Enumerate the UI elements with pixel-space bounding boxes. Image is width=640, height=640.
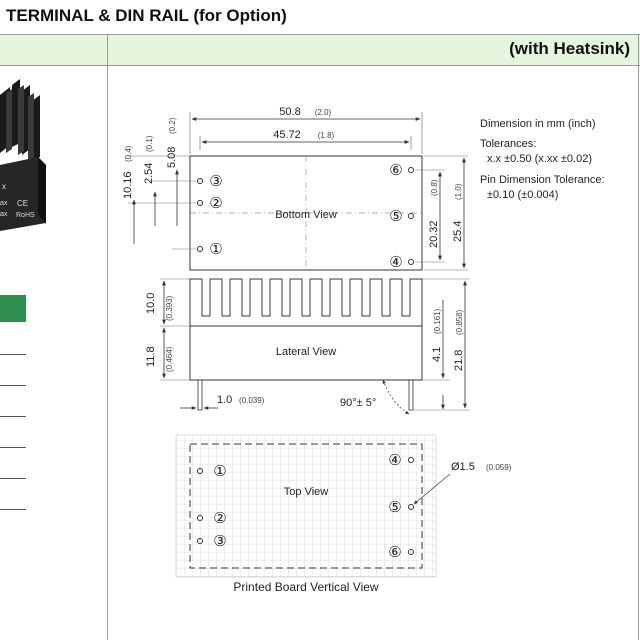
pin-3-label: ③ bbox=[209, 173, 222, 190]
hole-leader bbox=[413, 473, 451, 505]
table-header-fragment bbox=[0, 295, 26, 322]
pin-4-label: ④ bbox=[389, 254, 402, 271]
table-row bbox=[0, 509, 26, 510]
right-border bbox=[638, 34, 639, 640]
pcb-pin-2-label: ② bbox=[213, 510, 226, 527]
dim-5-08-inch: (0.2) bbox=[168, 117, 177, 134]
pcb-hole bbox=[408, 504, 414, 510]
dim-25-4: 25.4 bbox=[452, 221, 464, 242]
dim-21-8-inch: (0.858) bbox=[455, 309, 464, 335]
pcb-hole bbox=[408, 549, 414, 555]
note-unit: Dimension in mm (inch) bbox=[480, 118, 596, 130]
dim-hole-inch: (0.059) bbox=[486, 463, 512, 472]
dim-50-8-inch: (2.0) bbox=[315, 108, 332, 117]
page-title: TERMINAL & DIN RAIL (for Option) bbox=[6, 6, 287, 25]
table-row bbox=[0, 354, 26, 355]
lateral-view-outline bbox=[189, 325, 423, 381]
pin-hole bbox=[197, 200, 203, 206]
pin-5-label: ⑤ bbox=[389, 208, 402, 225]
heatsink-fins bbox=[189, 278, 423, 326]
pcb-view-label: Printed Board Vertical View bbox=[233, 580, 379, 594]
pcb-hole bbox=[197, 538, 203, 544]
note-tolerance-label: Tolerances: bbox=[480, 138, 536, 150]
note-tolerance-value: x.x ±0.50 (x.xx ±0.02) bbox=[487, 153, 592, 165]
pcb-hole bbox=[197, 468, 203, 474]
table-row bbox=[0, 478, 26, 479]
header-band bbox=[0, 34, 640, 66]
pin-hole bbox=[408, 259, 414, 265]
label-x3: ax bbox=[0, 211, 8, 218]
dim-11-8-inch: (0.464) bbox=[165, 346, 174, 372]
pin-hole bbox=[408, 167, 414, 173]
product-photo: x ax ax CE RoHS bbox=[0, 79, 46, 231]
dim-10-16-inch: (0.4) bbox=[124, 145, 133, 162]
dim-11-8: 11.8 bbox=[145, 346, 157, 367]
dim-1-0-inch: (0.039) bbox=[239, 396, 265, 405]
column-divider bbox=[107, 34, 108, 640]
dim-4-1: 4.1 bbox=[431, 347, 443, 362]
pin-hole bbox=[197, 246, 203, 252]
pin bbox=[408, 379, 414, 411]
dim-10-16: 10.16 bbox=[122, 171, 134, 199]
top-view-label: Top View bbox=[284, 486, 328, 498]
dim-5-08: 5.08 bbox=[166, 147, 178, 168]
pin-6-label: ⑥ bbox=[389, 162, 402, 179]
dim-2-54: 2.54 bbox=[143, 163, 155, 184]
pin-2-label: ② bbox=[209, 195, 222, 212]
dim-10-0: 10.0 bbox=[145, 293, 157, 314]
lateral-view-label: Lateral View bbox=[276, 346, 336, 358]
top-view-outline bbox=[189, 443, 423, 569]
angle-arc bbox=[382, 379, 410, 415]
dim-20-32: 20.32 bbox=[428, 220, 440, 248]
table-row bbox=[0, 416, 26, 417]
pin-hole bbox=[197, 178, 203, 184]
dim-45-72: 45.72 bbox=[273, 129, 301, 141]
pcb-pin-5-label: ⑤ bbox=[388, 499, 401, 516]
pcb-pin-1-label: ① bbox=[213, 463, 226, 480]
dim-45-72-inch: (1.8) bbox=[318, 131, 335, 140]
dim-10-0-inch: (0.393) bbox=[165, 295, 174, 321]
ce-mark: CE bbox=[17, 199, 28, 208]
table-row bbox=[0, 385, 26, 386]
pcb-grid bbox=[175, 434, 437, 578]
rohs-mark: RoHS bbox=[16, 212, 35, 219]
pcb-hole bbox=[408, 457, 414, 463]
dim-angle: 90°± 5° bbox=[340, 397, 376, 409]
pcb-hole bbox=[197, 515, 203, 521]
heatsink-label: (with Heatsink) bbox=[509, 39, 630, 58]
dim-20-32-inch: (0.8) bbox=[430, 179, 439, 196]
table-row bbox=[0, 447, 26, 448]
pcb-pin-3-label: ③ bbox=[213, 533, 226, 550]
label-x1: x bbox=[2, 182, 6, 191]
dim-hole: Ø1.5 bbox=[451, 461, 475, 473]
dim-2-54-inch: (0.1) bbox=[145, 135, 154, 152]
dim-50-8: 50.8 bbox=[279, 106, 300, 118]
pin-hole bbox=[408, 213, 414, 219]
pin-1-label: ① bbox=[209, 241, 222, 258]
pin bbox=[197, 379, 203, 411]
pcb-pin-4-label: ④ bbox=[388, 452, 401, 469]
bottom-view-label: Bottom View bbox=[275, 209, 337, 221]
note-pin-tolerance-label: Pin Dimension Tolerance: bbox=[480, 174, 605, 186]
dim-4-1-inch: (0.161) bbox=[433, 308, 442, 334]
left-panel: x ax ax CE RoHS bbox=[0, 65, 107, 640]
dim-21-8: 21.8 bbox=[453, 350, 465, 371]
dim-1-0: 1.0 bbox=[217, 394, 232, 406]
pcb-pin-6-label: ⑥ bbox=[388, 544, 401, 561]
dim-25-4-inch: (1.0) bbox=[454, 183, 463, 200]
note-pin-tolerance-value: ±0.10 (±0.004) bbox=[487, 189, 558, 201]
label-x2: ax bbox=[0, 200, 8, 207]
